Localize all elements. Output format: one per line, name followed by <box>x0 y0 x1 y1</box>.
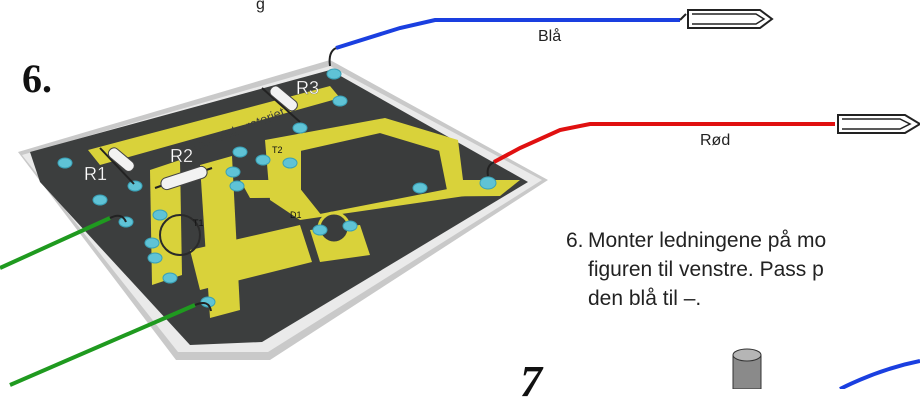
green-wire-1 <box>0 216 111 270</box>
label-r2: R2 <box>170 146 193 166</box>
resistor-r2 <box>154 165 213 191</box>
next-step-number: 7 <box>520 357 542 406</box>
paper-clip-blue-icon <box>687 9 774 29</box>
red-wire-label: Rød <box>700 132 731 149</box>
top-text-fragment: g <box>256 0 265 13</box>
instruction-line-1: Monter ledningene på mo <box>588 229 827 252</box>
t1-outline <box>159 214 201 256</box>
instruction-number: 6. <box>566 229 584 252</box>
board-outline-t2 <box>299 130 450 217</box>
red-wire <box>493 122 835 164</box>
resistor-r1 <box>99 147 135 185</box>
step-number: 6. <box>22 56 52 101</box>
instruction-block: 6. Monter ledningene på mo figuren til v… <box>566 226 918 313</box>
label-r3: R3 <box>296 78 319 98</box>
label-t1: T1 <box>193 218 204 228</box>
blue-wire-label: Blå <box>538 28 562 45</box>
label-r1: R1 <box>84 164 107 184</box>
blue-wire <box>335 18 680 50</box>
instruction-line-3: den blå til –. <box>588 287 702 310</box>
pcb-pads <box>57 68 497 308</box>
green-wire-2 <box>9 303 196 387</box>
next-step-component <box>732 348 920 389</box>
label-d1: D1 <box>290 210 302 220</box>
resistor-r3 <box>261 85 301 123</box>
circuit-board-illustration: R1 R2 R3 T1 T2 D1 Skolelaboratoriet <box>0 9 920 389</box>
paper-clip-red-icon <box>837 114 920 134</box>
instruction-line-2: figuren til venstre. Pass p <box>588 258 824 281</box>
label-t2: T2 <box>272 145 283 155</box>
